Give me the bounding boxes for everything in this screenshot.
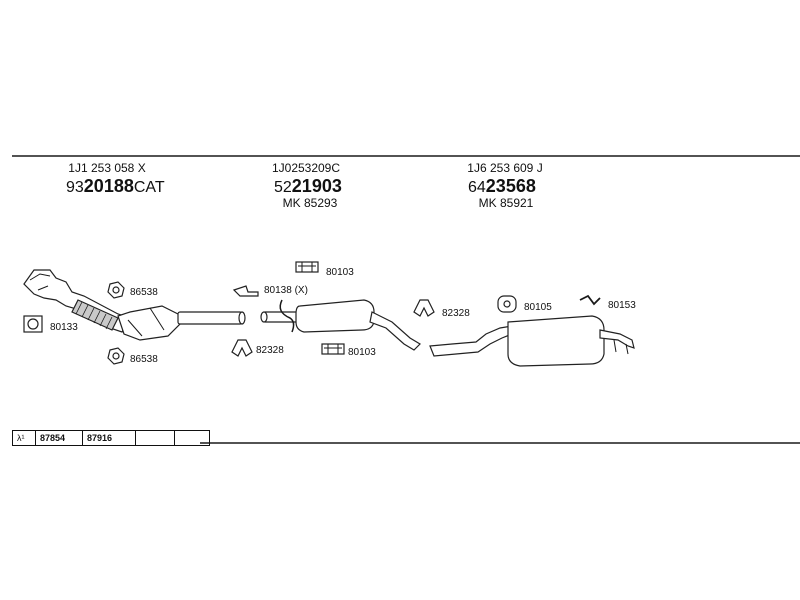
clamp-icon-b <box>279 299 295 333</box>
component-suffix-1: CAT <box>133 179 165 196</box>
component-code-3: 6423568 <box>468 176 536 198</box>
component-number-2: 21903 <box>291 176 342 196</box>
bracket-icon-b <box>321 343 345 355</box>
lambda-sensor-table: λ¹ 87854 87916 <box>12 430 210 446</box>
component-prefix-2: 52 <box>274 179 292 196</box>
part-label-80103-bottom: 80103 <box>348 347 376 358</box>
nut-icon-bottom <box>107 347 125 365</box>
rubber-mount-icon <box>497 295 517 313</box>
table-cell-1: 87854 <box>36 431 83 445</box>
component-code-2: 5221903 <box>274 176 342 198</box>
gasket-icon <box>23 315 43 333</box>
catalytic-converter-assembly <box>23 269 246 341</box>
component-oem-1: 1J1 253 058 X <box>68 161 146 175</box>
component-mk-3: MK 85921 <box>478 196 534 210</box>
part-label-80138: 80138 (X) <box>264 285 308 296</box>
component-prefix-3: 64 <box>468 179 486 196</box>
component-number-1: 20188 <box>83 176 134 196</box>
nut-icon-top <box>107 281 125 299</box>
hook-icon <box>579 294 601 306</box>
table-cell-2: 87916 <box>83 431 136 445</box>
component-prefix-1: 93 <box>66 179 84 196</box>
part-label-86538-top: 86538 <box>130 287 158 298</box>
middle-silencer <box>260 299 421 351</box>
part-label-80153: 80153 <box>608 300 636 311</box>
table-cell-3 <box>136 431 175 445</box>
lambda-sensor-cell: λ¹ <box>13 431 36 445</box>
component-code-1: 9320188CAT <box>66 176 165 198</box>
component-number-3: 23568 <box>485 176 536 196</box>
component-oem-2: 1J0253209C <box>271 161 341 175</box>
part-label-80103-top: 80103 <box>326 267 354 278</box>
part-label-82328-right: 82328 <box>442 308 470 319</box>
rear-silencer <box>429 315 635 367</box>
part-label-86538-bottom: 86538 <box>130 354 158 365</box>
bracket-icon-a <box>295 261 319 273</box>
table-cell-4 <box>175 431 209 445</box>
part-label-80133: 80133 <box>50 322 78 333</box>
component-oem-3: 1J6 253 609 J <box>467 161 543 175</box>
part-label-80105: 80105 <box>524 302 552 313</box>
part-label-82328-left: 82328 <box>256 345 284 356</box>
clamp-icon-a <box>232 285 259 297</box>
component-mk-2: MK 85293 <box>282 196 338 210</box>
hanger-icon-b <box>413 299 435 317</box>
hanger-icon-a <box>231 339 253 357</box>
